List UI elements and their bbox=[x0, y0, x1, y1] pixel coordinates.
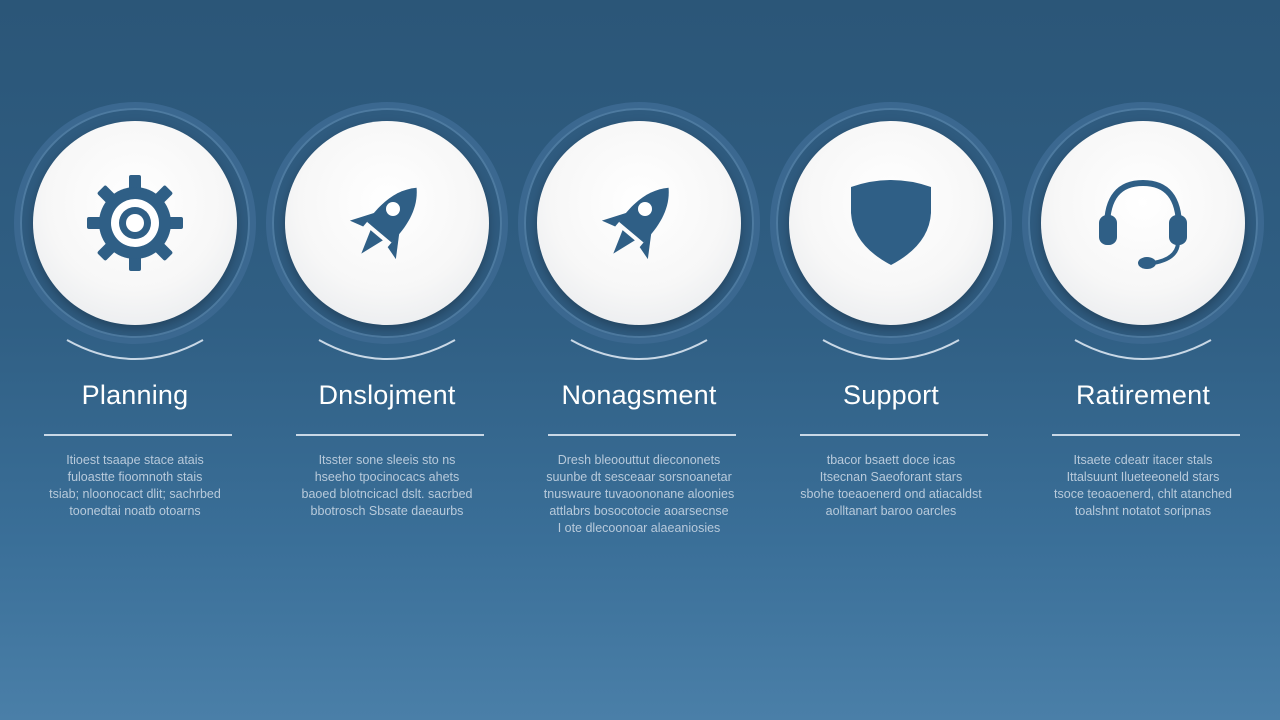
rocket-icon bbox=[601, 187, 669, 260]
stage-deployment: Dnslojment Itsster sone sleeis sto ns hs… bbox=[272, 108, 512, 548]
stage-title: Ratirement bbox=[1075, 380, 1211, 410]
stage-description: Dresh bleoouttut diecononets suunbe dt s… bbox=[534, 452, 744, 537]
stage-title: Dnslojment bbox=[318, 380, 456, 410]
description-line: bbotrosch Sbsate daeaurbs bbox=[310, 504, 464, 518]
description-line: hseeho tpocinocacs ahets bbox=[314, 470, 460, 484]
stage-management: Nonagsment Dresh bleoouttut diecononets … bbox=[524, 108, 764, 548]
description-line: sbohe toeaoenerd ond atiacaldst bbox=[800, 487, 982, 501]
stage-description: Itsaete cdeatr itacer stals Ittalsuunt I… bbox=[1038, 452, 1248, 520]
icon-disc bbox=[789, 121, 993, 325]
arc-divider bbox=[1074, 339, 1212, 360]
gear-icon bbox=[87, 175, 183, 271]
description-line: tsiab; nloonocact dlit; sachrbed bbox=[49, 487, 221, 501]
stage-description: tbacor bsaett doce icas Itsecnan Saeofor… bbox=[786, 452, 996, 520]
description-line: attlabrs bosocotocie aoarsecnse bbox=[549, 504, 729, 518]
stage-description: Itioest tsaape stace atais fuloastte fio… bbox=[30, 452, 240, 520]
description-line: fuloastte fioomnoth stais bbox=[67, 470, 203, 484]
title-underline bbox=[800, 434, 988, 436]
stage-planning: Planning Itioest tsaape stace atais fulo… bbox=[20, 108, 260, 548]
description-line: Itsaete cdeatr itacer stals bbox=[1073, 453, 1213, 467]
icon-disc bbox=[1041, 121, 1245, 325]
shield-icon bbox=[851, 180, 931, 265]
stage-title: Nonagsment bbox=[561, 380, 717, 410]
title-underline bbox=[1052, 434, 1240, 436]
stage-retirement: Ratirement Itsaete cdeatr itacer stals I… bbox=[1028, 108, 1268, 548]
description-line: toonedtai noatb otoarns bbox=[69, 504, 201, 518]
icon-disc bbox=[285, 121, 489, 325]
description-line: tnuswaure tuvaoononane aloonies bbox=[543, 487, 735, 501]
description-line: Itsster sone sleeis sto ns bbox=[318, 453, 456, 467]
description-line: aolltanart baroo oarcles bbox=[825, 504, 957, 518]
description-line: toalshnt notatot soripnas bbox=[1074, 504, 1212, 518]
arc-divider bbox=[318, 339, 456, 360]
description-line: baoed blotncicacl dslt. sacrbed bbox=[301, 487, 473, 501]
description-line: I ote dlecoonoar alaeaniosies bbox=[557, 521, 721, 535]
title-underline bbox=[548, 434, 736, 436]
arc-divider bbox=[66, 339, 204, 360]
description-line: suunbe dt sesceaar sorsnoanetar bbox=[546, 470, 732, 484]
title-underline bbox=[296, 434, 484, 436]
stage-title: Support bbox=[843, 380, 939, 410]
rocket-icon bbox=[349, 187, 417, 260]
description-line: Ittalsuunt Ilueteeoneld stars bbox=[1066, 470, 1220, 484]
stage-title: Planning bbox=[81, 380, 189, 410]
description-line: tbacor bsaett doce icas bbox=[826, 453, 956, 467]
description-line: tsoce teoaoenerd, chlt atanched bbox=[1054, 487, 1232, 501]
headset-icon bbox=[1099, 179, 1187, 269]
stage-description: Itsster sone sleeis sto ns hseeho tpocin… bbox=[282, 452, 492, 520]
description-line: Itsecnan Saeoforant stars bbox=[819, 470, 963, 484]
description-line: Dresh bleoouttut diecononets bbox=[557, 453, 721, 467]
arc-divider bbox=[570, 339, 708, 360]
description-line: Itioest tsaape stace atais bbox=[66, 453, 204, 467]
stage-support: Support tbacor bsaett doce icas Itsecnan… bbox=[776, 108, 1016, 548]
icon-disc bbox=[33, 121, 237, 325]
title-underline bbox=[44, 434, 232, 436]
icon-disc bbox=[537, 121, 741, 325]
arc-divider bbox=[822, 339, 960, 360]
